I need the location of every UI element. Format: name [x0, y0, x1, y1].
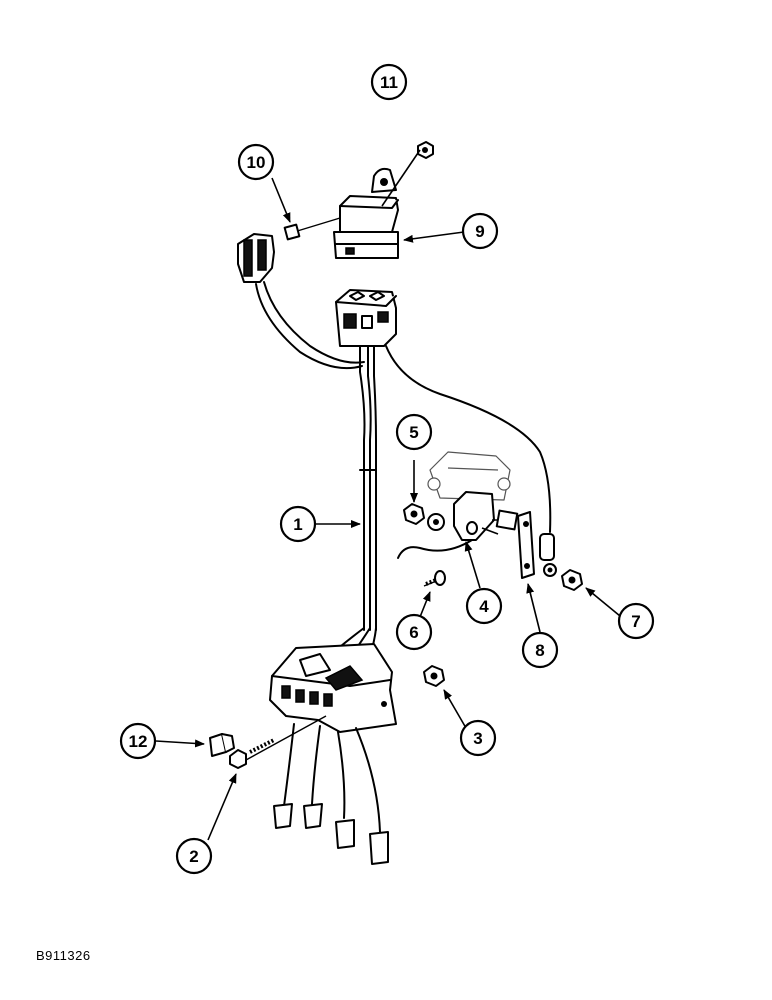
callout-3: 3 [459, 719, 497, 757]
part-4-circuit-breaker [397, 451, 519, 559]
part-3-nut [423, 665, 445, 687]
callout-12: 12 [119, 722, 157, 760]
callout-6: 6 [395, 613, 433, 651]
part-5-nut [403, 503, 425, 525]
svg-text:5: 5 [409, 423, 418, 442]
part-12-clip [209, 733, 235, 757]
part-2-screw [229, 715, 327, 769]
part-10-bolt [283, 217, 341, 241]
callout-1: 1 [279, 505, 317, 543]
svg-text:4: 4 [479, 597, 489, 616]
part-1-harness [359, 345, 552, 631]
svg-text:1: 1 [293, 515, 302, 534]
svg-text:8: 8 [535, 641, 544, 660]
fuse-terminals [273, 803, 389, 865]
svg-text:12: 12 [129, 732, 148, 751]
svg-text:2: 2 [189, 847, 198, 866]
fuse-block [269, 627, 397, 833]
svg-text:3: 3 [473, 729, 482, 748]
part-7-nut [561, 569, 583, 591]
part-9-relay [333, 167, 399, 259]
svg-text:11: 11 [380, 73, 398, 92]
callout-5: 5 [395, 413, 433, 451]
callout-11: 11 [370, 63, 408, 101]
drawing-number: B911326 [36, 948, 91, 963]
connector-plug [237, 233, 365, 370]
callout-8: 8 [521, 631, 559, 669]
callout-4: 4 [465, 587, 503, 625]
callout-7: 7 [617, 602, 655, 640]
svg-text:9: 9 [475, 222, 484, 241]
relay-socket [335, 289, 397, 347]
svg-text:7: 7 [631, 612, 640, 631]
callout-2: 2 [175, 837, 213, 875]
callout-10: 10 [237, 143, 275, 181]
svg-text:10: 10 [247, 153, 266, 172]
part-8-bracket [517, 511, 557, 579]
part-11-nut [417, 141, 434, 159]
callout-9: 9 [461, 212, 499, 250]
svg-text:6: 6 [409, 623, 418, 642]
part-6-screw [423, 570, 446, 587]
